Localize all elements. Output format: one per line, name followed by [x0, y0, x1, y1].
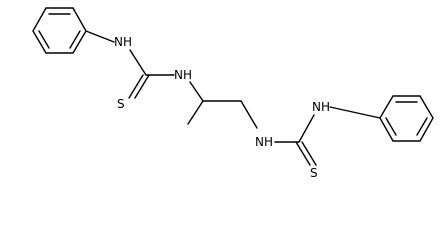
left-phenyl-outline	[32, 7, 87, 54]
bond-nh-to-right-phenyl	[329, 106, 381, 119]
bond-lines	[85, 30, 381, 166]
left-phenyl-ring	[32, 7, 87, 54]
nh-top-left-label: NH	[114, 35, 132, 49]
right-phenyl-inner-bond-2	[416, 117, 428, 136]
bond-nh-to-methine	[189, 81, 204, 102]
nh-right-label: NH	[312, 100, 330, 114]
nh-bottom-middle-label: NH	[255, 135, 273, 149]
bond-nh-to-thiocarbonyl-left	[129, 49, 147, 76]
bond-cs-left-a	[128, 74, 144, 99]
bond-cs-right-a	[295, 141, 311, 166]
molecule-structure: NH S NH NH NH S	[32, 7, 434, 180]
atom-labels: NH S NH NH NH S	[114, 35, 330, 180]
bond-methylene-to-nh	[240, 100, 258, 129]
s-right-label: S	[310, 166, 318, 180]
bond-thiocarbonyl-to-nh-right	[298, 114, 315, 143]
bond-cs-left-b	[134, 74, 150, 99]
left-phenyl-inner-bond-3	[38, 30, 50, 49]
left-phenyl-inner-bond-2	[69, 30, 81, 49]
s-left-label: S	[117, 97, 125, 111]
right-phenyl-outline	[379, 95, 434, 142]
nh-middle-label: NH	[174, 68, 192, 82]
right-phenyl-ring	[379, 95, 434, 142]
bond-cs-right-b	[301, 141, 317, 166]
right-phenyl-inner-bond-3	[385, 117, 397, 136]
bond-methine-to-methyl	[187, 100, 204, 125]
bond-phenyl-to-nh-left	[85, 30, 115, 43]
